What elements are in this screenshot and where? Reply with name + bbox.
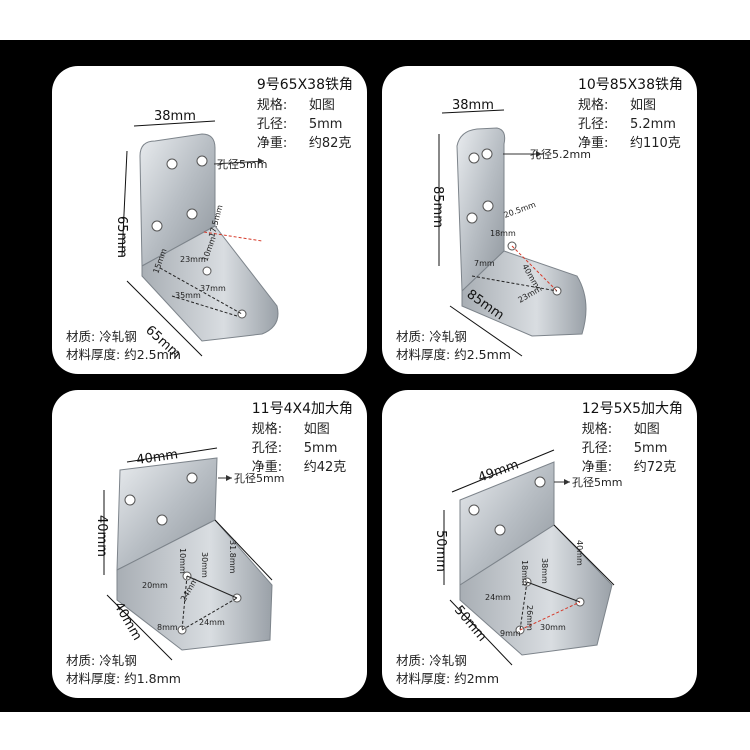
dim-top: 38mm	[154, 109, 196, 124]
material-label: 材质:	[66, 653, 96, 668]
material-value: 冷轧钢	[99, 329, 137, 344]
bracket-photo-10: 38mm 85mm 85mm 20.5mm 18mm 40mm 7mm 23mm…	[430, 98, 591, 357]
spec-value: 如图	[303, 422, 330, 437]
spec-block: 12号5X5加大角 规格: 如图 孔径: 5mm 净重: 约72克	[582, 400, 683, 477]
thickness-label: 材料厚度:	[66, 671, 121, 686]
dim-d7: 24mm	[199, 618, 225, 627]
dim-d2: 38mm	[540, 558, 549, 584]
dim-side: 65mm	[114, 216, 129, 258]
thickness-label: 材料厚度:	[396, 671, 451, 686]
weight-value: 约82克	[308, 136, 352, 151]
dim-side: 85mm	[430, 186, 445, 228]
weight-label: 净重:	[256, 136, 288, 151]
dim-d6: 8mm	[157, 623, 178, 632]
hole-callout: 孔径5mm	[234, 472, 284, 485]
dim-d4: 20mm	[142, 581, 168, 590]
thickness-label: 材料厚度:	[66, 347, 121, 362]
product-title: 12号5X5加大角	[581, 401, 683, 417]
dim-d1: 20.5mm	[503, 200, 538, 220]
material-block: 材质: 冷轧钢 材料厚度: 约2.5mm	[396, 328, 511, 364]
weight-label: 净重:	[577, 136, 609, 151]
material-label: 材质:	[396, 329, 426, 344]
spec-block: 9号65X38铁角 规格: 如图 孔径: 5mm 净重: 约82克	[257, 76, 353, 153]
dim-d2: 18mm	[490, 229, 516, 238]
thickness-value: 约2mm	[454, 671, 500, 686]
material-value: 冷轧钢	[429, 329, 467, 344]
material-block: 材质: 冷轧钢 材料厚度: 约2.5mm	[66, 328, 181, 364]
bracket-photo-11: 40mm 40mm 40mm 10mm 30mm 31.8mm 20mm 24m…	[94, 447, 284, 661]
dim-d5: 26mm	[525, 605, 534, 631]
dim-d5: 37mm	[200, 284, 226, 293]
dim-d3: 40mm	[575, 540, 584, 566]
product-card-11: 40mm 40mm 40mm 10mm 30mm 31.8mm 20mm 24m…	[52, 390, 367, 698]
hole-label: 孔径:	[581, 441, 613, 456]
material-value: 冷轧钢	[429, 653, 467, 668]
weight-value: 约42克	[303, 460, 347, 475]
spec-label: 规格:	[581, 422, 613, 437]
thickness-value: 约2.5mm	[454, 347, 511, 362]
spec-label: 规格:	[251, 422, 283, 437]
arrow-right-icon	[564, 479, 570, 485]
dim-side: 50mm	[433, 530, 448, 572]
dim-d7: 30mm	[540, 623, 566, 632]
thickness-value: 约2.5mm	[124, 347, 181, 362]
thickness-label: 材料厚度:	[396, 347, 451, 362]
product-card-9: 38mm 65mm 65mm 17.5mm 23mm 10mm 15mm 37m…	[52, 66, 367, 374]
weight-label: 净重:	[581, 460, 613, 475]
arrow-right-icon	[258, 158, 264, 164]
dim-d2: 30mm	[200, 552, 209, 578]
dim-d4: 24mm	[485, 593, 511, 602]
product-title: 11号4X4加大角	[251, 401, 353, 417]
material-label: 材质:	[66, 329, 96, 344]
weight-label: 净重:	[251, 460, 283, 475]
product-card-12: 49mm 50mm 50mm 18mm 38mm 40mm 24mm 26mm …	[382, 390, 697, 698]
weight-value: 约110克	[629, 136, 681, 151]
dim-d2: 23mm	[180, 255, 206, 264]
hole-callout: 孔径5mm	[217, 158, 267, 171]
dim-d1: 18mm	[520, 560, 529, 586]
hole-value: 5mm	[308, 117, 343, 132]
arrow-right-icon	[536, 151, 542, 157]
spec-value: 如图	[308, 98, 335, 113]
hole-callout: 孔径5mm	[572, 476, 622, 489]
spec-label: 规格:	[577, 98, 609, 113]
arrow-right-icon	[226, 475, 232, 481]
material-block: 材质: 冷轧钢 材料厚度: 约1.8mm	[66, 652, 181, 688]
product-title: 10号85X38铁角	[577, 77, 683, 93]
thickness-value: 约1.8mm	[124, 671, 181, 686]
material-block: 材质: 冷轧钢 材料厚度: 约2mm	[396, 652, 499, 688]
hole-callout: 孔径5.2mm	[530, 148, 591, 161]
dim-side: 40mm	[94, 515, 109, 557]
hole-value: 5mm	[633, 441, 668, 456]
hole-label: 孔径:	[251, 441, 283, 456]
dim-d3: 31.8mm	[228, 540, 237, 574]
spec-label: 规格:	[256, 98, 288, 113]
product-title: 9号65X38铁角	[256, 77, 353, 93]
hole-label: 孔径:	[256, 117, 288, 132]
weight-value: 约72克	[633, 460, 677, 475]
hole-value: 5.2mm	[629, 117, 676, 132]
spec-block: 11号4X4加大角 规格: 如图 孔径: 5mm 净重: 约42克	[252, 400, 353, 477]
bracket-photo-12: 49mm 50mm 50mm 18mm 38mm 40mm 24mm 26mm …	[433, 449, 622, 666]
spec-value: 如图	[629, 98, 656, 113]
dim-top: 40mm	[135, 447, 179, 468]
material-label: 材质:	[396, 653, 426, 668]
hole-label: 孔径:	[577, 117, 609, 132]
hole-value: 5mm	[303, 441, 338, 456]
bracket-photo-9: 38mm 65mm 65mm 17.5mm 23mm 10mm 15mm 37m…	[114, 109, 279, 362]
dim-d4: 7mm	[474, 259, 495, 268]
material-value: 冷轧钢	[99, 653, 137, 668]
dim-d6: 9mm	[500, 629, 521, 638]
spec-value: 如图	[633, 422, 660, 437]
dim-d1: 10mm	[178, 548, 187, 574]
dim-top: 38mm	[452, 98, 494, 113]
dim-d6: 35mm	[175, 291, 201, 300]
product-card-10: 38mm 85mm 85mm 20.5mm 18mm 40mm 7mm 23mm…	[382, 66, 697, 374]
spec-block: 10号85X38铁角 规格: 如图 孔径: 5.2mm 净重: 约110克	[578, 76, 683, 153]
